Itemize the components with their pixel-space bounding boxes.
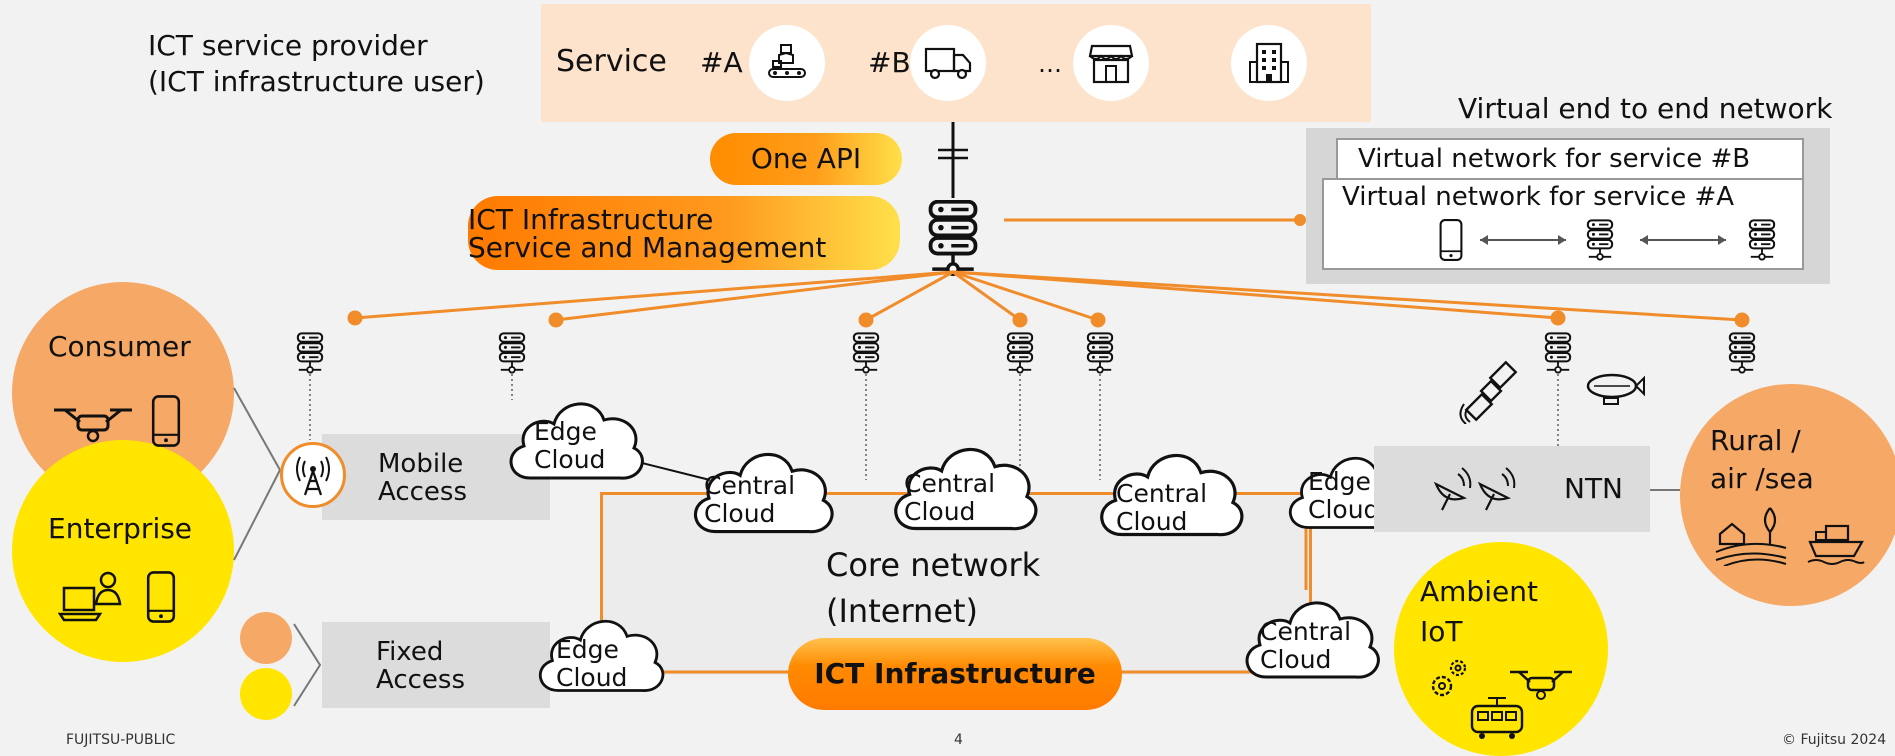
core-network-label: Core network (Internet) [826, 546, 1041, 630]
service-a-tag: #A [700, 46, 743, 79]
central-cloud-label: Central Cloud [704, 471, 796, 528]
footer-page-number: 4 [954, 732, 963, 748]
drone-icon [1510, 670, 1572, 700]
mobile-access-box[interactable] [322, 434, 550, 520]
service-ellipsis: … [1038, 50, 1062, 78]
ict-infrastructure-pill[interactable]: ICT Infrastructure [788, 638, 1122, 710]
consumer-dot [240, 612, 292, 664]
fixed-connector [293, 623, 322, 707]
edge-cloud-mobile[interactable]: Edge Cloud [500, 390, 650, 490]
central-cloud-3[interactable]: Central Cloud [1090, 440, 1250, 548]
edge-cloud-label: Edge Cloud [1308, 467, 1380, 524]
ntn-box[interactable] [1374, 446, 1650, 532]
footer-copyright: © Fujitsu 2024 [1782, 732, 1887, 748]
connector-lines [233, 387, 281, 561]
ntn-label: NTN [1564, 472, 1623, 505]
orchestration-links [347, 270, 1750, 328]
virtual-network-a-label: Virtual network for service #A [1342, 182, 1735, 212]
truck-icon[interactable] [910, 25, 986, 101]
server-icon [1748, 219, 1776, 261]
edge-cloud-ntn[interactable]: Edge Cloud [1280, 444, 1420, 540]
tram-icon [1470, 697, 1524, 739]
fixed-access-label: Fixed Access [376, 637, 466, 695]
central-cloud-label: Central Cloud [904, 469, 996, 526]
store-icon[interactable] [1073, 25, 1149, 101]
enterprise-circle[interactable] [12, 440, 234, 662]
footer-classification: FUJITSU-PUBLIC [66, 732, 176, 748]
laptop-user-icon [58, 571, 122, 622]
mobile-access-label: Mobile Access [378, 449, 468, 507]
edge-cloud-label: Edge Cloud [556, 635, 628, 692]
consumer-label: Consumer [48, 330, 191, 363]
satellite-icon [1459, 360, 1518, 424]
server-icon [1586, 219, 1614, 261]
office-building-icon[interactable] [1231, 25, 1307, 101]
service-b-tag: #B [868, 46, 911, 79]
antenna-tower-icon[interactable] [280, 442, 346, 508]
ambient-iot-label: Ambient IoT [1420, 575, 1538, 648]
virtual-network-a: Virtual network for service #A [1322, 178, 1804, 270]
rural-circle[interactable] [1680, 384, 1895, 606]
edge-cloud-label: Edge Cloud [534, 417, 606, 474]
central-cloud-label: Central Cloud [1260, 617, 1352, 674]
enterprise-label: Enterprise [48, 512, 193, 545]
ict-svc-line1: ICT Infrastructure [468, 203, 714, 236]
ship-icon [1807, 524, 1865, 565]
virtual-network-title: Virtual end to end network [1458, 92, 1833, 125]
gears-icon [1431, 659, 1467, 697]
rural-label: Rural / air /sea [1710, 424, 1814, 495]
factory-conveyor-icon[interactable] [749, 25, 825, 101]
central-cloud-1[interactable]: Central Cloud [682, 440, 842, 544]
central-cloud-4[interactable]: Central Cloud [1236, 588, 1386, 690]
drone-icon [54, 408, 132, 443]
virtual-network-b-label: Virtual network for service #B [1358, 144, 1751, 174]
smartphone-icon [1439, 219, 1463, 261]
ict-service-management-pill[interactable]: ICT Infrastructure Service and Managemen… [468, 196, 900, 270]
service-label: Service [556, 44, 667, 79]
fixed-access-box[interactable] [322, 622, 550, 708]
enterprise-dot [240, 668, 292, 720]
farm-icon [1715, 507, 1787, 566]
virtual-path-icons [1439, 219, 1776, 261]
one-api-pill[interactable]: One API [710, 133, 902, 185]
edge-cloud-fixed[interactable]: Edge Cloud [530, 606, 670, 704]
provider-title: ICT service provider (ICT infrastructure… [148, 29, 485, 98]
ict-svc-line2: Service and Management [468, 231, 827, 264]
airship-icon [1586, 373, 1645, 405]
central-cloud-label: Central Cloud [1116, 479, 1208, 536]
satellite-dish-icon [1433, 467, 1516, 511]
central-cloud-2[interactable]: Central Cloud [884, 434, 1044, 542]
